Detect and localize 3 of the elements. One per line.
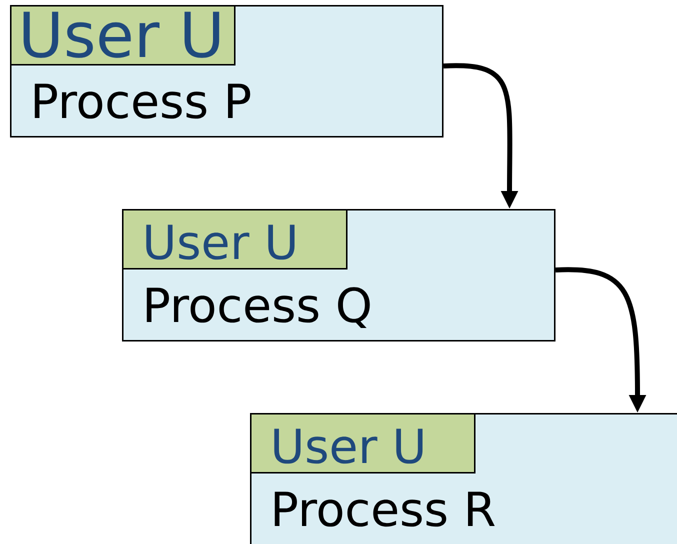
- tab-label: User U: [10, 5, 236, 66]
- tab-label: User U: [122, 209, 348, 270]
- tab-label: User U: [250, 413, 476, 474]
